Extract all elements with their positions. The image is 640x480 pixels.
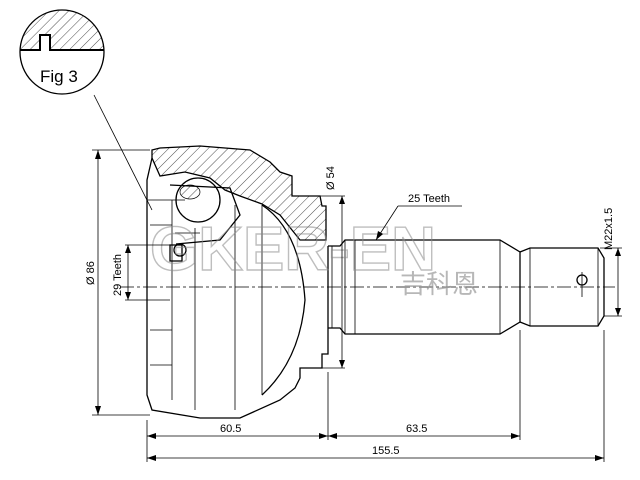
dim-overall-diameter-text: Ø 86 <box>85 261 97 285</box>
dim-overall-diameter: Ø 86 <box>85 149 150 416</box>
dim-outer-teeth-text: 25 Teeth <box>408 193 450 205</box>
dim-bell-length-text: 60.5 <box>220 423 241 435</box>
dim-inner-teeth-text: 29 Teeth <box>112 254 124 296</box>
watermark: GKER-EN 吉科恩 <box>149 214 478 300</box>
dim-seal-diameter: Ø 54 <box>320 166 345 369</box>
watermark-text: GKER-EN <box>150 215 436 284</box>
bell-housing <box>146 145 329 419</box>
callout-leader <box>93 94 153 211</box>
dim-inner-teeth: 29 Teeth <box>112 244 170 301</box>
dim-thread-text: M22x1.5 <box>603 208 615 250</box>
dim-total-length-text: 155.5 <box>372 445 400 457</box>
dim-outer-teeth: 25 Teeth <box>375 193 462 241</box>
dim-seal-diameter-text: Ø 54 <box>325 166 337 190</box>
dim-lengths: 60.5 63.5 155.5 <box>146 330 605 462</box>
detail-callout: Fig 3 <box>19 9 153 211</box>
dim-thread: M22x1.5 <box>600 208 622 317</box>
figure-label: Fig 3 <box>40 67 78 86</box>
dim-shaft-length-text: 63.5 <box>406 423 427 435</box>
watermark-chinese: 吉科恩 <box>400 270 478 300</box>
shaft <box>328 239 605 335</box>
